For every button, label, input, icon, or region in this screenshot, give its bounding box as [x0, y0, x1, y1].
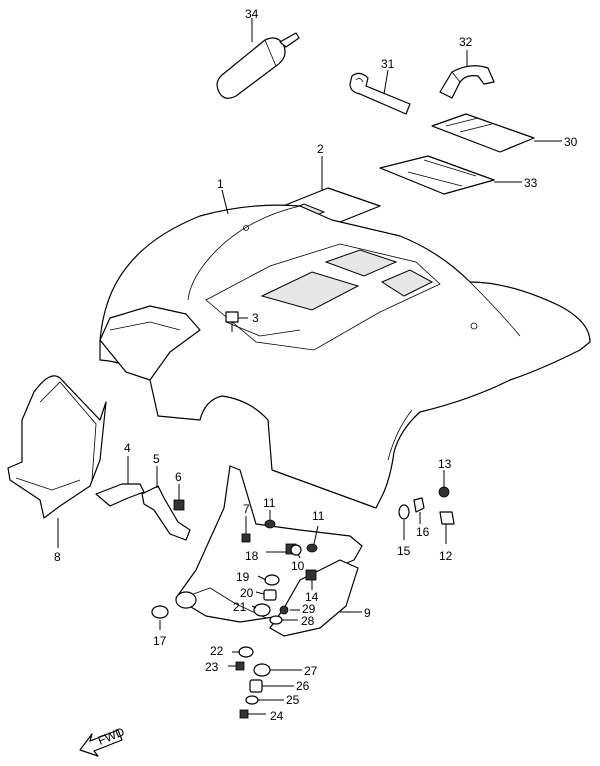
part-6-bolt — [173, 484, 185, 511]
callout-29: 29 — [302, 602, 316, 616]
part-14-bolt — [305, 569, 317, 588]
callout-6: 6 — [175, 470, 182, 484]
leader-lines — [159, 470, 447, 701]
part-3-bolt — [225, 311, 248, 332]
callout-10: 10 — [291, 559, 305, 573]
part-20-collar — [263, 589, 277, 601]
part-30-sheet — [431, 113, 562, 153]
part-4-bracket — [95, 456, 145, 507]
callout-32: 32 — [459, 35, 473, 49]
callout-7: 7 — [243, 502, 250, 516]
part-28-washer — [269, 615, 283, 625]
part-9-inner-guard — [175, 465, 363, 637]
part-21-grommet — [253, 603, 271, 617]
part-13-nut — [438, 486, 450, 498]
callout-3: 3 — [252, 311, 259, 325]
callout-1: 1 — [217, 177, 224, 191]
part-32-clip — [439, 50, 495, 99]
callout-19: 19 — [236, 570, 250, 584]
callout-20: 20 — [240, 586, 254, 600]
callout-11-left: 11 — [263, 496, 276, 510]
part-31-spanner — [349, 69, 411, 115]
part-24-bolt — [239, 709, 266, 719]
callout-4: 4 — [124, 441, 131, 455]
callout-2: 2 — [317, 142, 324, 156]
callout-14: 14 — [305, 590, 319, 604]
callout-8: 8 — [54, 550, 61, 564]
callout-5: 5 — [153, 452, 160, 466]
part-11-washer-left — [264, 519, 276, 529]
part-15-clip — [398, 504, 410, 520]
callout-12: 12 — [439, 549, 453, 563]
part-16-clip — [413, 497, 425, 513]
part-17-cushion — [151, 605, 169, 619]
callout-27: 27 — [304, 664, 318, 678]
callout-34: 34 — [245, 7, 259, 21]
callout-18: 18 — [245, 549, 259, 563]
callout-16: 16 — [416, 525, 430, 539]
part-5-stay — [141, 466, 191, 541]
part-27-cushion — [253, 663, 271, 677]
callout-17: 17 — [153, 634, 167, 648]
callout-labels: 34 32 31 30 33 2 1 3 4 5 6 7 8 9 10 11 1… — [54, 7, 578, 723]
part-34-tool-cylinder — [216, 18, 300, 99]
callout-30: 30 — [564, 135, 578, 149]
part-10-bolt — [290, 544, 302, 556]
part-1-rear-fender — [99, 189, 591, 509]
part-11-washer-right — [306, 543, 318, 553]
part-29-nut — [279, 605, 289, 615]
callout-25: 25 — [286, 693, 300, 707]
callout-26: 26 — [296, 679, 310, 693]
part-26-collar — [249, 679, 263, 693]
part-19-washer — [264, 574, 280, 586]
callout-11-right: 11 — [312, 509, 325, 523]
part-8-mud-flap — [7, 375, 107, 548]
callout-23: 23 — [205, 660, 219, 674]
fwd-arrow-icon: FWD — [79, 724, 127, 757]
part-33-manual — [379, 155, 522, 195]
callout-13: 13 — [438, 457, 452, 471]
callout-9: 9 — [364, 606, 371, 620]
callout-24: 24 — [270, 709, 284, 723]
callout-31: 31 — [381, 57, 395, 71]
part-12-nut — [439, 511, 455, 525]
callout-22: 22 — [210, 644, 224, 658]
callout-33: 33 — [524, 176, 538, 190]
part-22-washer — [238, 646, 254, 658]
part-25-washer — [245, 695, 259, 705]
callout-28: 28 — [301, 614, 315, 628]
part-23-nut — [235, 661, 245, 671]
callout-15: 15 — [397, 544, 411, 558]
callout-21: 21 — [233, 600, 247, 614]
